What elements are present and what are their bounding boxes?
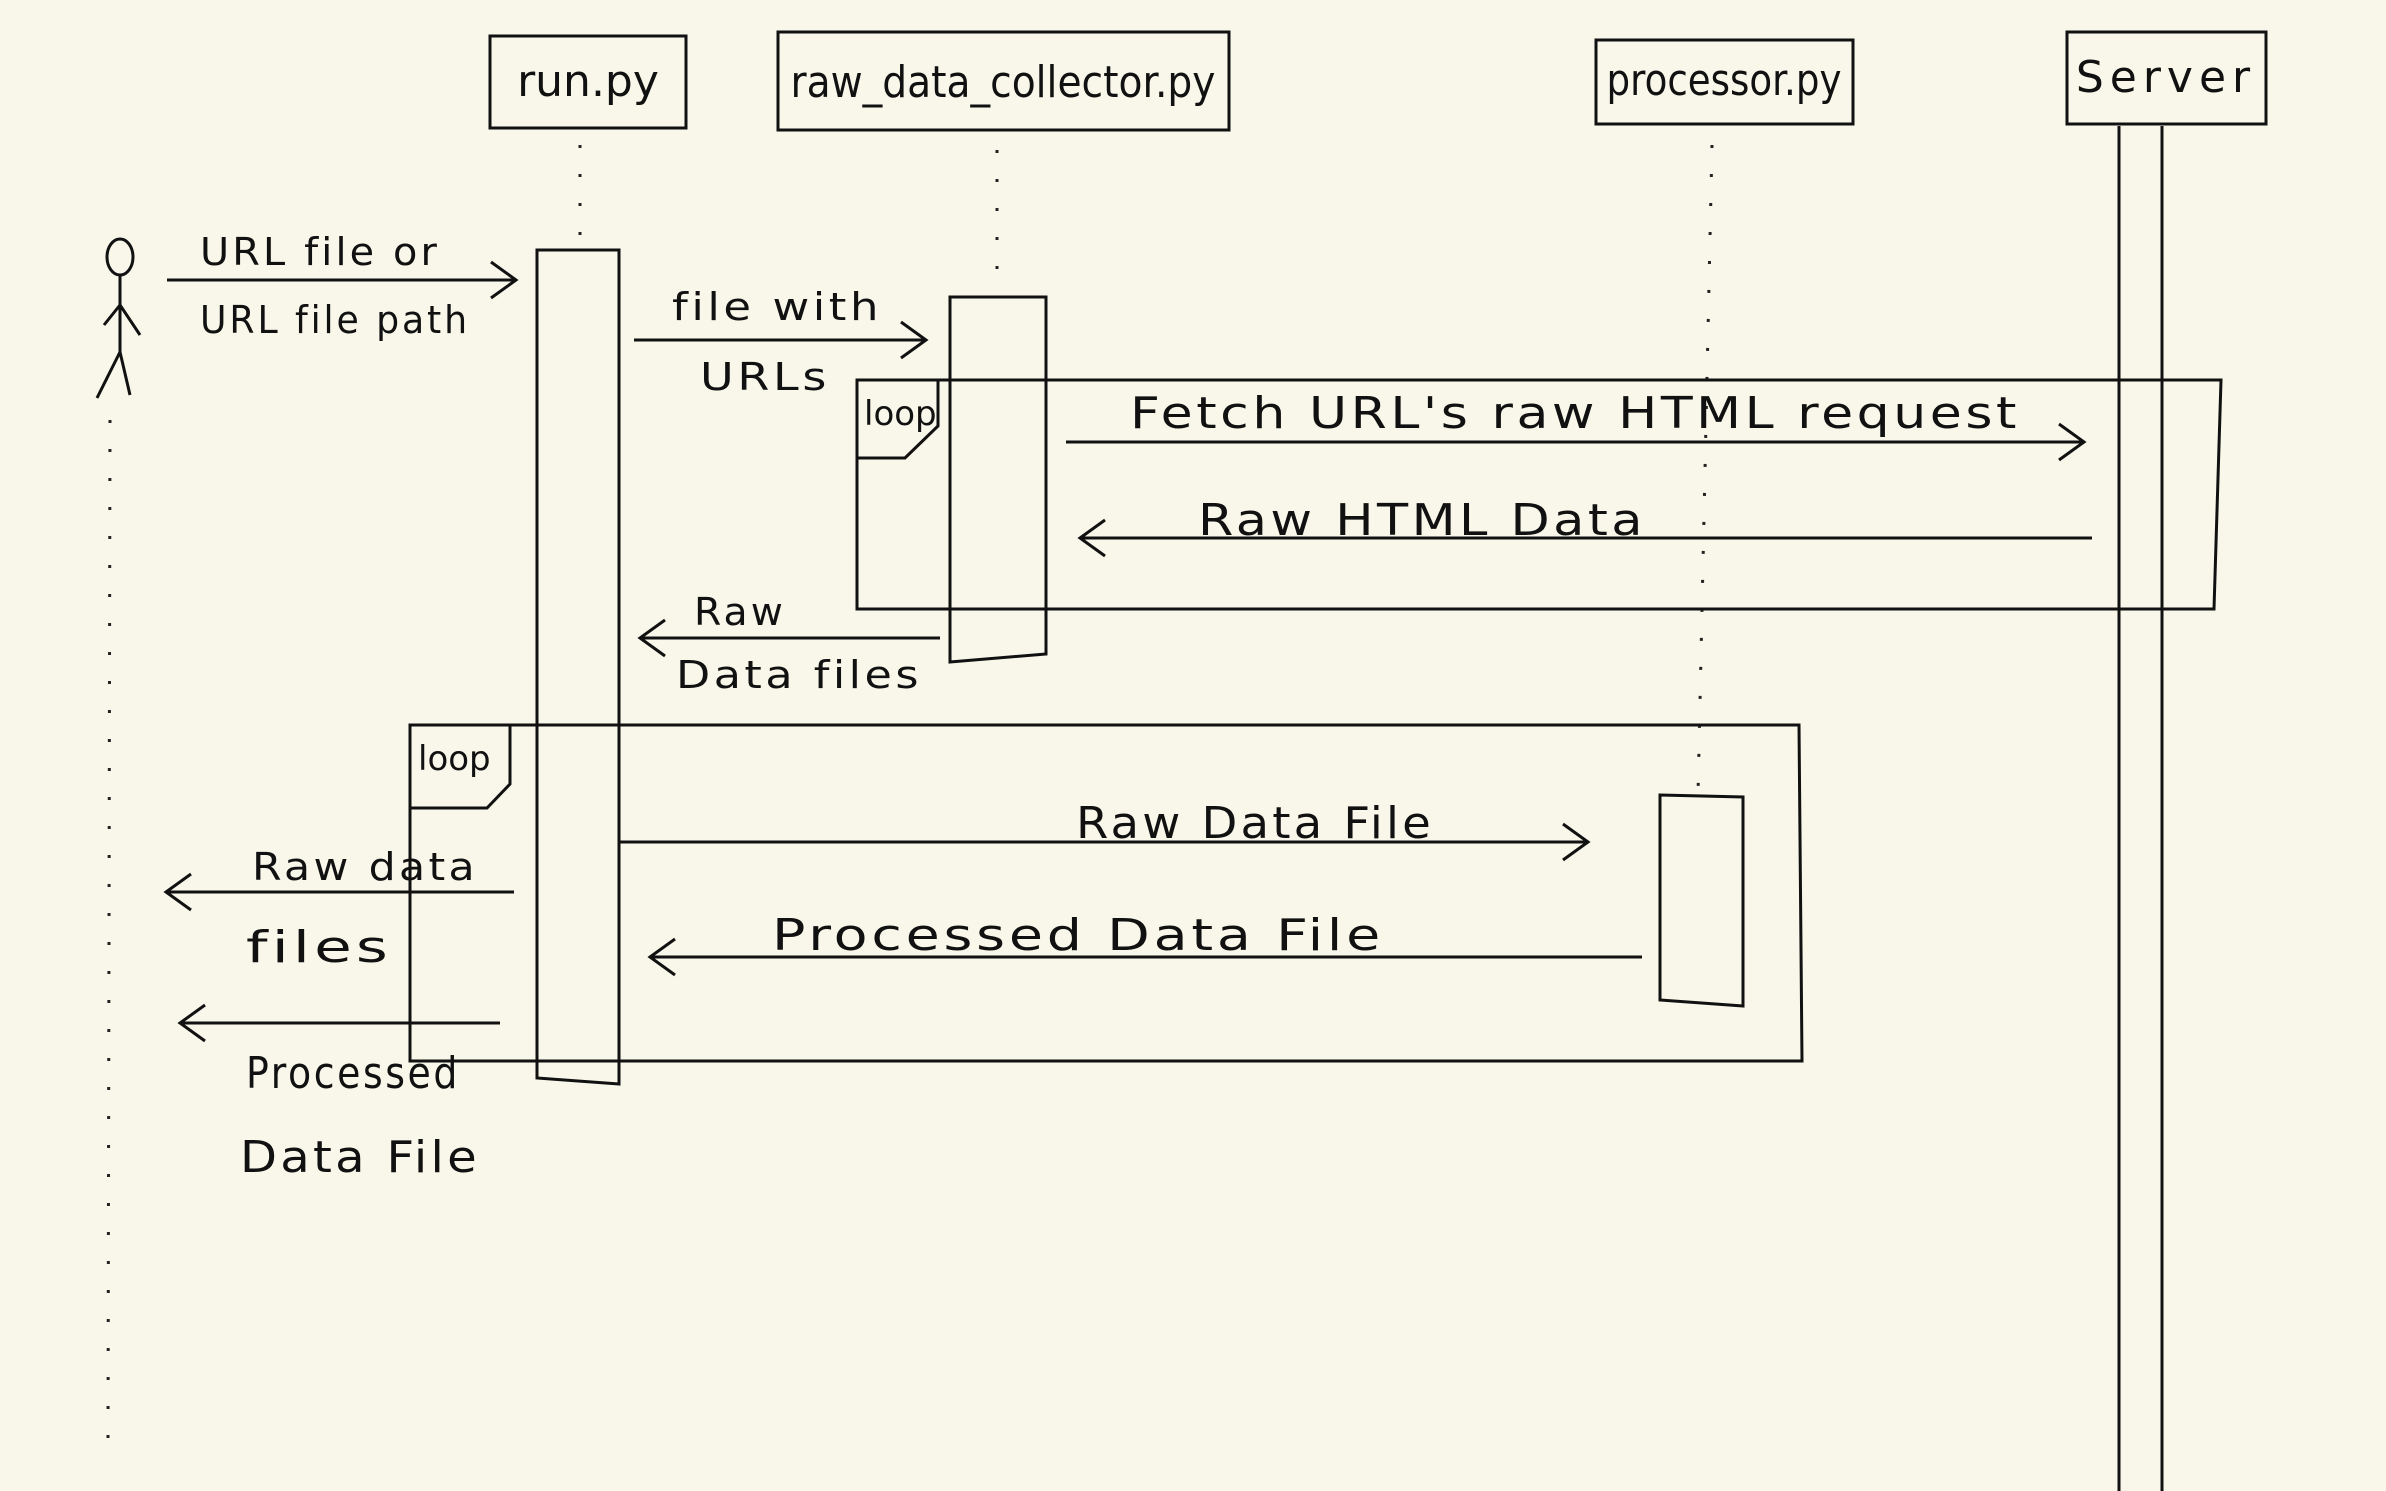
participant-collector-label: raw_data_collector.py — [791, 57, 1216, 108]
loop-frame-fetch: loop — [855, 378, 2223, 611]
message-raw-data-files-line1: Raw — [694, 590, 786, 634]
message-out-raw-data-files-line2: files — [246, 922, 392, 973]
collector-activation-bar — [948, 295, 1048, 664]
loop-frame-fetch-label: loop — [864, 394, 937, 434]
processor-lifeline — [1696, 144, 1714, 796]
loop-frame-process-label: loop — [418, 739, 491, 779]
loop-frame-process: loop — [408, 723, 1804, 1063]
participant-processor-label: processor.py — [1607, 55, 1842, 106]
lifelines — [106, 126, 2164, 1491]
message-out-processed-data-file-line1: Processed — [246, 1048, 460, 1099]
message-fetch-request: Fetch URL's raw HTML request — [1066, 388, 2087, 462]
message-raw-html-data-label: Raw HTML Data — [1198, 495, 1646, 546]
message-out-raw-data-files-line1: Raw data — [252, 845, 478, 889]
message-out-processed-data-file: Processed Data File — [177, 1003, 500, 1183]
participant-processor: processor.py — [1594, 38, 1855, 126]
participant-run: run.py — [488, 34, 688, 130]
message-raw-data-file-label: Raw Data File — [1076, 798, 1434, 849]
message-raw-data-files: Raw Data files — [637, 590, 940, 697]
message-processed-data-file-label: Processed Data File — [772, 910, 1384, 961]
message-raw-data-files-line2: Data files — [676, 653, 922, 697]
message-file-with-urls-line2: URLs — [700, 355, 830, 399]
participant-server-label: Server — [2076, 52, 2256, 103]
message-file-with-urls-line1: file with — [672, 285, 882, 329]
message-fetch-request-label: Fetch URL's raw HTML request — [1130, 388, 2020, 439]
message-raw-html-data: Raw HTML Data — [1077, 495, 2092, 558]
participant-run-label: run.py — [517, 56, 659, 107]
run-activation-bar — [535, 248, 621, 1086]
message-url-file: URL file or URL file path — [167, 230, 519, 342]
participant-collector: raw_data_collector.py — [776, 30, 1231, 132]
message-out-raw-data-files: Raw data files — [163, 845, 514, 973]
message-out-processed-data-file-line2: Data File — [240, 1132, 480, 1183]
processor-activation-bar — [1658, 793, 1745, 1008]
message-file-with-urls: file with URLs — [634, 285, 929, 399]
participant-server: Server — [2065, 30, 2268, 126]
message-url-file-line2: URL file path — [200, 298, 470, 342]
actor-stick-figure — [95, 237, 142, 399]
actor-lifeline — [106, 419, 112, 1441]
server-lifeline — [2117, 126, 2164, 1491]
message-url-file-line1: URL file or — [200, 230, 440, 274]
message-raw-data-file: Raw Data File — [619, 798, 1591, 862]
message-processed-data-file: Processed Data File — [647, 910, 1642, 977]
